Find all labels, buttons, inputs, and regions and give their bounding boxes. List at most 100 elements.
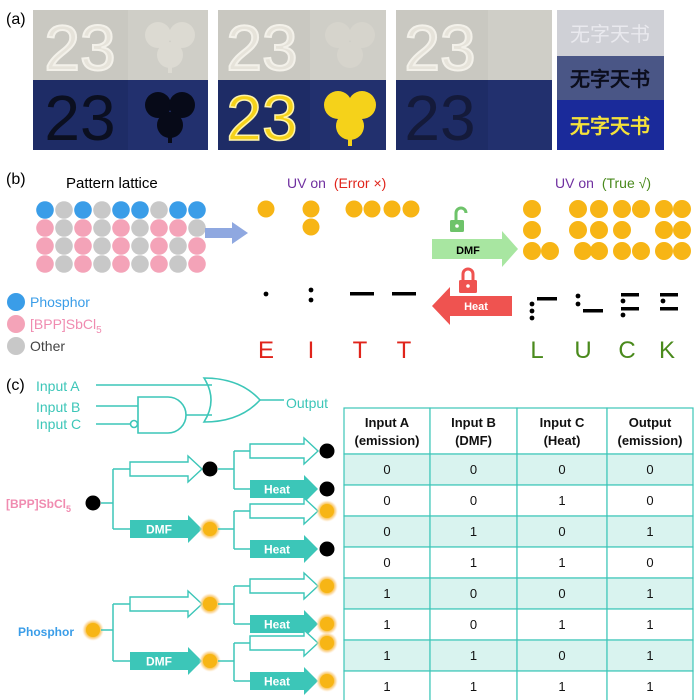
empty-arrow <box>249 496 320 526</box>
true-letter: K <box>659 337 675 364</box>
legend-bpp-swatch <box>7 315 25 333</box>
empty-arrow <box>249 436 320 466</box>
panel-a-label: (a) <box>6 11 26 28</box>
morse-dash <box>537 297 557 301</box>
error-letter: I <box>308 337 315 364</box>
morse-dash <box>621 293 639 297</box>
lattice-cell <box>55 201 73 219</box>
input-c-label: Input C <box>36 416 81 432</box>
off-state-dot <box>85 495 101 511</box>
logic-circuit: Input A Input B Input C Output <box>36 377 328 434</box>
table-cell <box>606 484 694 517</box>
true-dot <box>590 242 608 260</box>
table-header-title: Input B <box>451 415 496 430</box>
true-dot <box>523 242 541 260</box>
table-cell-value: 0 <box>646 555 653 570</box>
error-dot <box>257 200 275 218</box>
lattice-cell <box>131 219 149 237</box>
input-b-label: Input B <box>36 399 80 415</box>
on-state-dot <box>86 623 100 637</box>
uv-on-error: UV on <box>287 175 326 191</box>
error-dot <box>302 218 320 236</box>
table-cell-value: 0 <box>646 493 653 508</box>
truth-table: Input A(emission)Input B(DMF)Input C(Hea… <box>343 407 694 700</box>
lattice-cell <box>131 255 149 273</box>
table-cell-value: 1 <box>470 524 477 539</box>
table-cell-value: 0 <box>383 524 390 539</box>
lattice-cell <box>112 237 130 255</box>
table-cell <box>429 670 518 700</box>
true-dot <box>632 200 650 218</box>
error-letter: E <box>258 337 274 364</box>
table-cell <box>606 453 694 486</box>
lattice-cell <box>169 255 187 273</box>
morse-dot <box>308 287 314 293</box>
table-header-title: Output <box>629 415 672 430</box>
morse-dot <box>660 298 666 304</box>
tree-phosphor-label: Phosphor <box>18 625 74 639</box>
off-state-dot <box>319 541 335 557</box>
digits-uv-glowing: 23 <box>226 82 297 154</box>
morse-dash <box>583 309 603 313</box>
on-state-dot <box>320 617 334 631</box>
table-header-sub: (Heat) <box>544 433 581 448</box>
table-cell <box>429 515 518 548</box>
true-dot <box>569 221 587 239</box>
table-cell-value: 0 <box>470 586 477 601</box>
tree-bpp-label: [BPP]SbCl5 <box>6 497 71 514</box>
uv-on-error-header: UV on (Error ×) <box>287 175 386 191</box>
unlock-icon <box>450 206 468 232</box>
morse-dot <box>263 291 269 297</box>
table-cell <box>606 608 694 641</box>
table-cell <box>516 608 608 641</box>
chinese-text-glowing: 无字天书 <box>570 114 650 138</box>
legend-phosphor-swatch <box>7 293 25 311</box>
table-cell-value: 0 <box>470 617 477 632</box>
chinese-text-dark: 无字天书 <box>570 67 650 91</box>
error-dot <box>402 200 420 218</box>
lattice-cell <box>93 201 111 219</box>
lattice-cell <box>131 201 149 219</box>
table-cell <box>343 546 431 579</box>
panel-c-label: (c) <box>6 377 25 394</box>
table-cell-value: 1 <box>558 493 565 508</box>
morse-dash <box>392 292 416 296</box>
table-cell-value: 0 <box>558 524 565 539</box>
true-dot <box>673 242 691 260</box>
morse-dash <box>621 307 639 311</box>
lattice-cell <box>188 237 206 255</box>
lattice-cell <box>93 237 111 255</box>
lattice-cell <box>112 201 130 219</box>
heat-arrow-label: Heat <box>464 301 488 313</box>
true-tag: (True √) <box>602 175 651 191</box>
heat-step-arrow-label: Heat <box>264 483 290 497</box>
table-cell-value: 1 <box>558 679 565 694</box>
morse-dot <box>308 297 314 303</box>
true-dot <box>613 221 631 239</box>
table-header-sub: (DMF) <box>455 433 492 448</box>
lattice-cell <box>169 237 187 255</box>
lock-icon <box>459 267 477 293</box>
table-cell <box>343 670 431 700</box>
on-state-dot <box>203 597 217 611</box>
table-cell-value: 1 <box>558 617 565 632</box>
dmf-step-arrow-label: DMF <box>146 655 172 669</box>
true-letter: L <box>530 337 543 364</box>
morse-dot <box>529 315 535 321</box>
error-dot <box>302 200 320 218</box>
table-cell-value: 1 <box>470 679 477 694</box>
true-dot <box>590 221 608 239</box>
heat-step-arrow-label: Heat <box>264 675 290 689</box>
table-cell-value: 1 <box>646 586 653 601</box>
heat-step-arrow-label: Heat <box>264 543 290 557</box>
table-cell <box>516 577 608 610</box>
table-cell <box>429 577 518 610</box>
lattice-cell <box>150 201 168 219</box>
table-cell-value: 1 <box>646 524 653 539</box>
table-cell-value: 1 <box>470 555 477 570</box>
true-dot <box>673 200 691 218</box>
on-state-dot <box>203 654 217 668</box>
table-header-title: Input A <box>365 415 410 430</box>
table-cell <box>606 546 694 579</box>
